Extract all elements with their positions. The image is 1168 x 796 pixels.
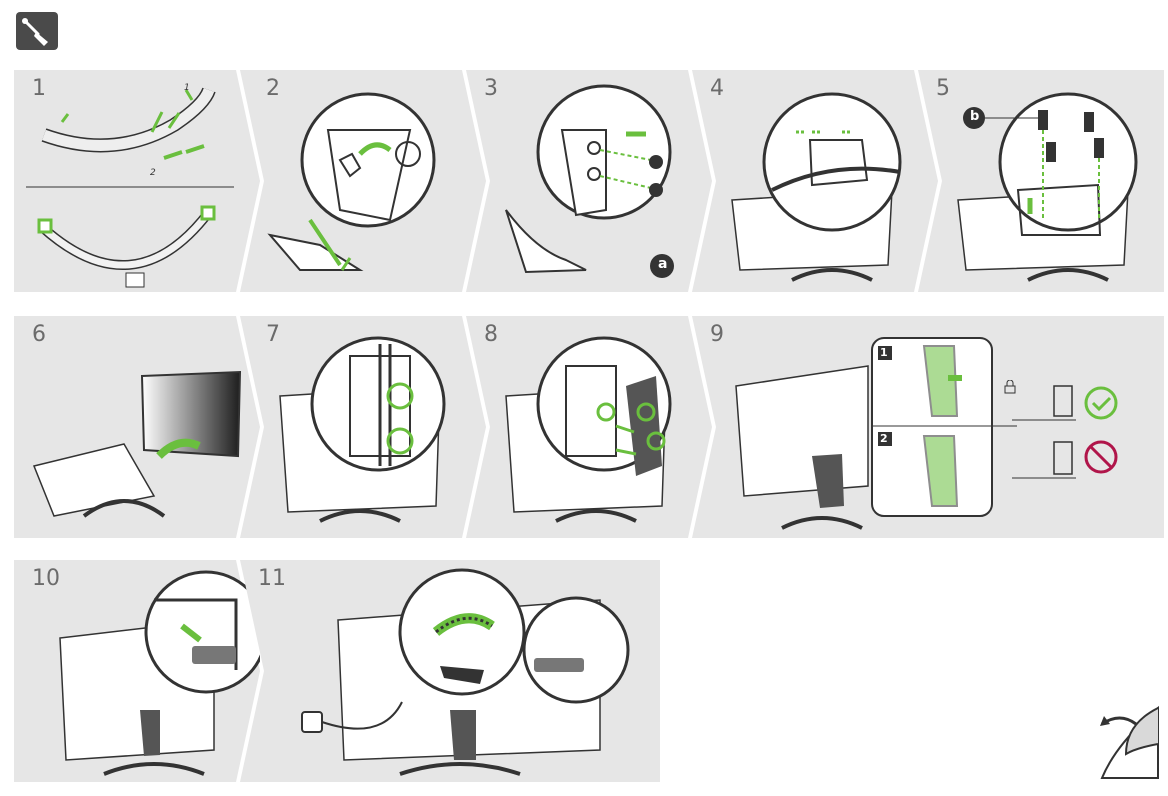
step-10-panel: 10 [14, 560, 260, 782]
callout-2: 2 [150, 168, 156, 178]
step-1-panel: 1 1 2 [14, 70, 260, 292]
sub-step-2: 2 [880, 432, 888, 445]
step-7-panel: 7 [240, 316, 486, 538]
callout-1: 1 [184, 83, 190, 93]
step-number: 8 [484, 322, 498, 347]
step-11-panel: 11 [240, 560, 660, 782]
step-number: 6 [32, 322, 46, 347]
step-number: 10 [32, 566, 60, 591]
step-4-panel: 4 [692, 70, 938, 292]
step-number: 3 [484, 76, 498, 101]
screwdriver-icon [16, 12, 58, 50]
step-number: 11 [258, 566, 286, 591]
step-5-panel: 5 b [918, 70, 1164, 292]
step-9-panel: 9 1 2 [692, 316, 1164, 538]
step-number: 1 [32, 76, 46, 101]
step-number: 7 [266, 322, 280, 347]
step-6-panel: 6 [14, 316, 260, 538]
page-turn-icon [1096, 704, 1160, 780]
step-number: 4 [710, 76, 724, 101]
sub-step-1: 1 [880, 346, 888, 359]
step-number: 2 [266, 76, 280, 101]
callout-b: b [970, 109, 980, 124]
step-number: 5 [936, 76, 950, 101]
step-number: 9 [710, 322, 724, 347]
step-3-panel: 3 a [466, 70, 712, 292]
step-2-panel: 2 [240, 70, 486, 292]
callout-a: a [658, 256, 668, 272]
step-8-panel: 8 [466, 316, 712, 538]
